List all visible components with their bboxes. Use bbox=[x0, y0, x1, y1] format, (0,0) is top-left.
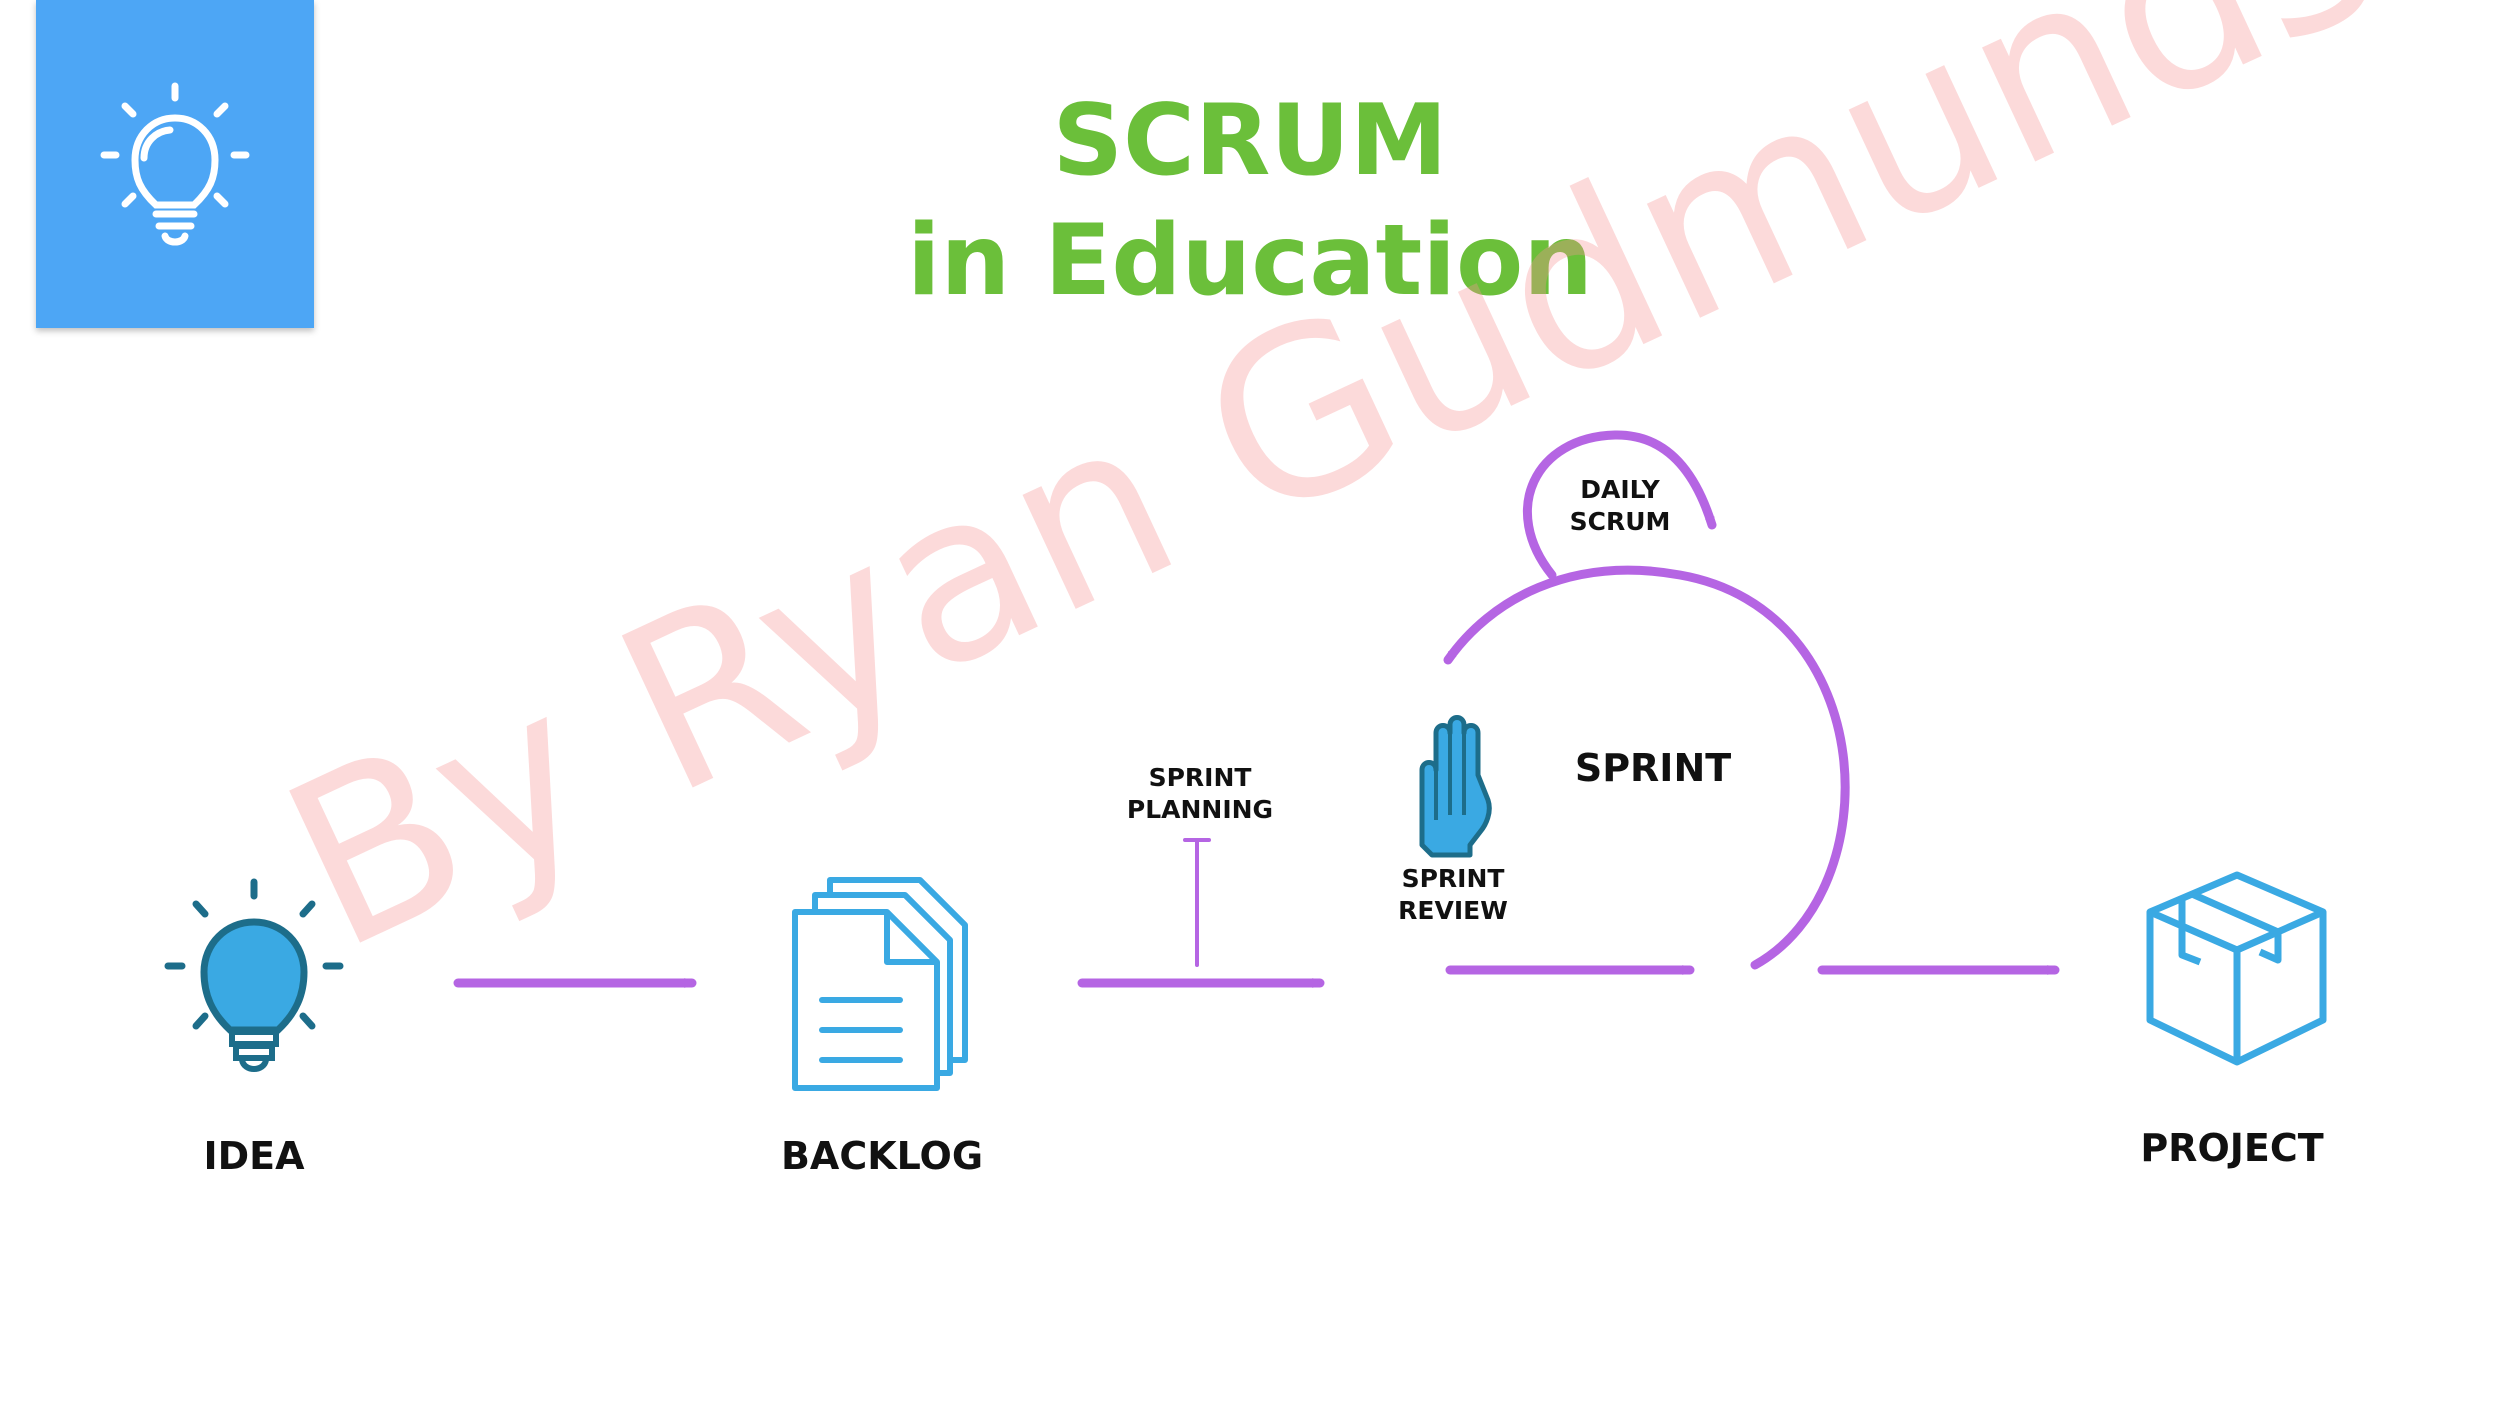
planning-marker bbox=[1183, 838, 1211, 967]
sprint-review-label: SPRINT REVIEW bbox=[1353, 863, 1553, 927]
page-title-line2: in Education bbox=[906, 204, 1594, 318]
backlog-label: BACKLOG bbox=[780, 1134, 984, 1178]
page-title-line1: SCRUM bbox=[1052, 84, 1448, 198]
sprint-loop-arrow bbox=[1443, 565, 1850, 970]
flow-arrows bbox=[453, 430, 2060, 988]
sprint-label: SPRINT bbox=[1574, 746, 1732, 790]
idea-label: IDEA bbox=[203, 1134, 305, 1178]
lightbulb-icon bbox=[164, 878, 344, 1072]
documents-icon bbox=[792, 877, 968, 1091]
sprint-planning-line1: SPRINT bbox=[1148, 763, 1252, 792]
sprint-review-line1: SPRINT bbox=[1401, 864, 1505, 893]
logo-tile bbox=[36, 0, 314, 328]
daily-scrum-label: DAILY SCRUM bbox=[1530, 474, 1710, 538]
daily-scrum-line2: SCRUM bbox=[1569, 507, 1671, 536]
raised-hand-icon bbox=[1419, 715, 1492, 858]
daily-scrum-line1: DAILY bbox=[1580, 475, 1660, 504]
daily-scrum-loop-arrow bbox=[1522, 430, 1717, 580]
lightbulb-logo-icon bbox=[100, 82, 250, 246]
sprint-review-line2: REVIEW bbox=[1398, 896, 1508, 925]
sprint-planning-line2: PLANNING bbox=[1126, 795, 1274, 824]
sprint-planning-label: SPRINT PLANNING bbox=[1100, 762, 1300, 826]
box-icon bbox=[2146, 871, 2327, 1066]
project-label: PROJECT bbox=[2140, 1126, 2324, 1170]
